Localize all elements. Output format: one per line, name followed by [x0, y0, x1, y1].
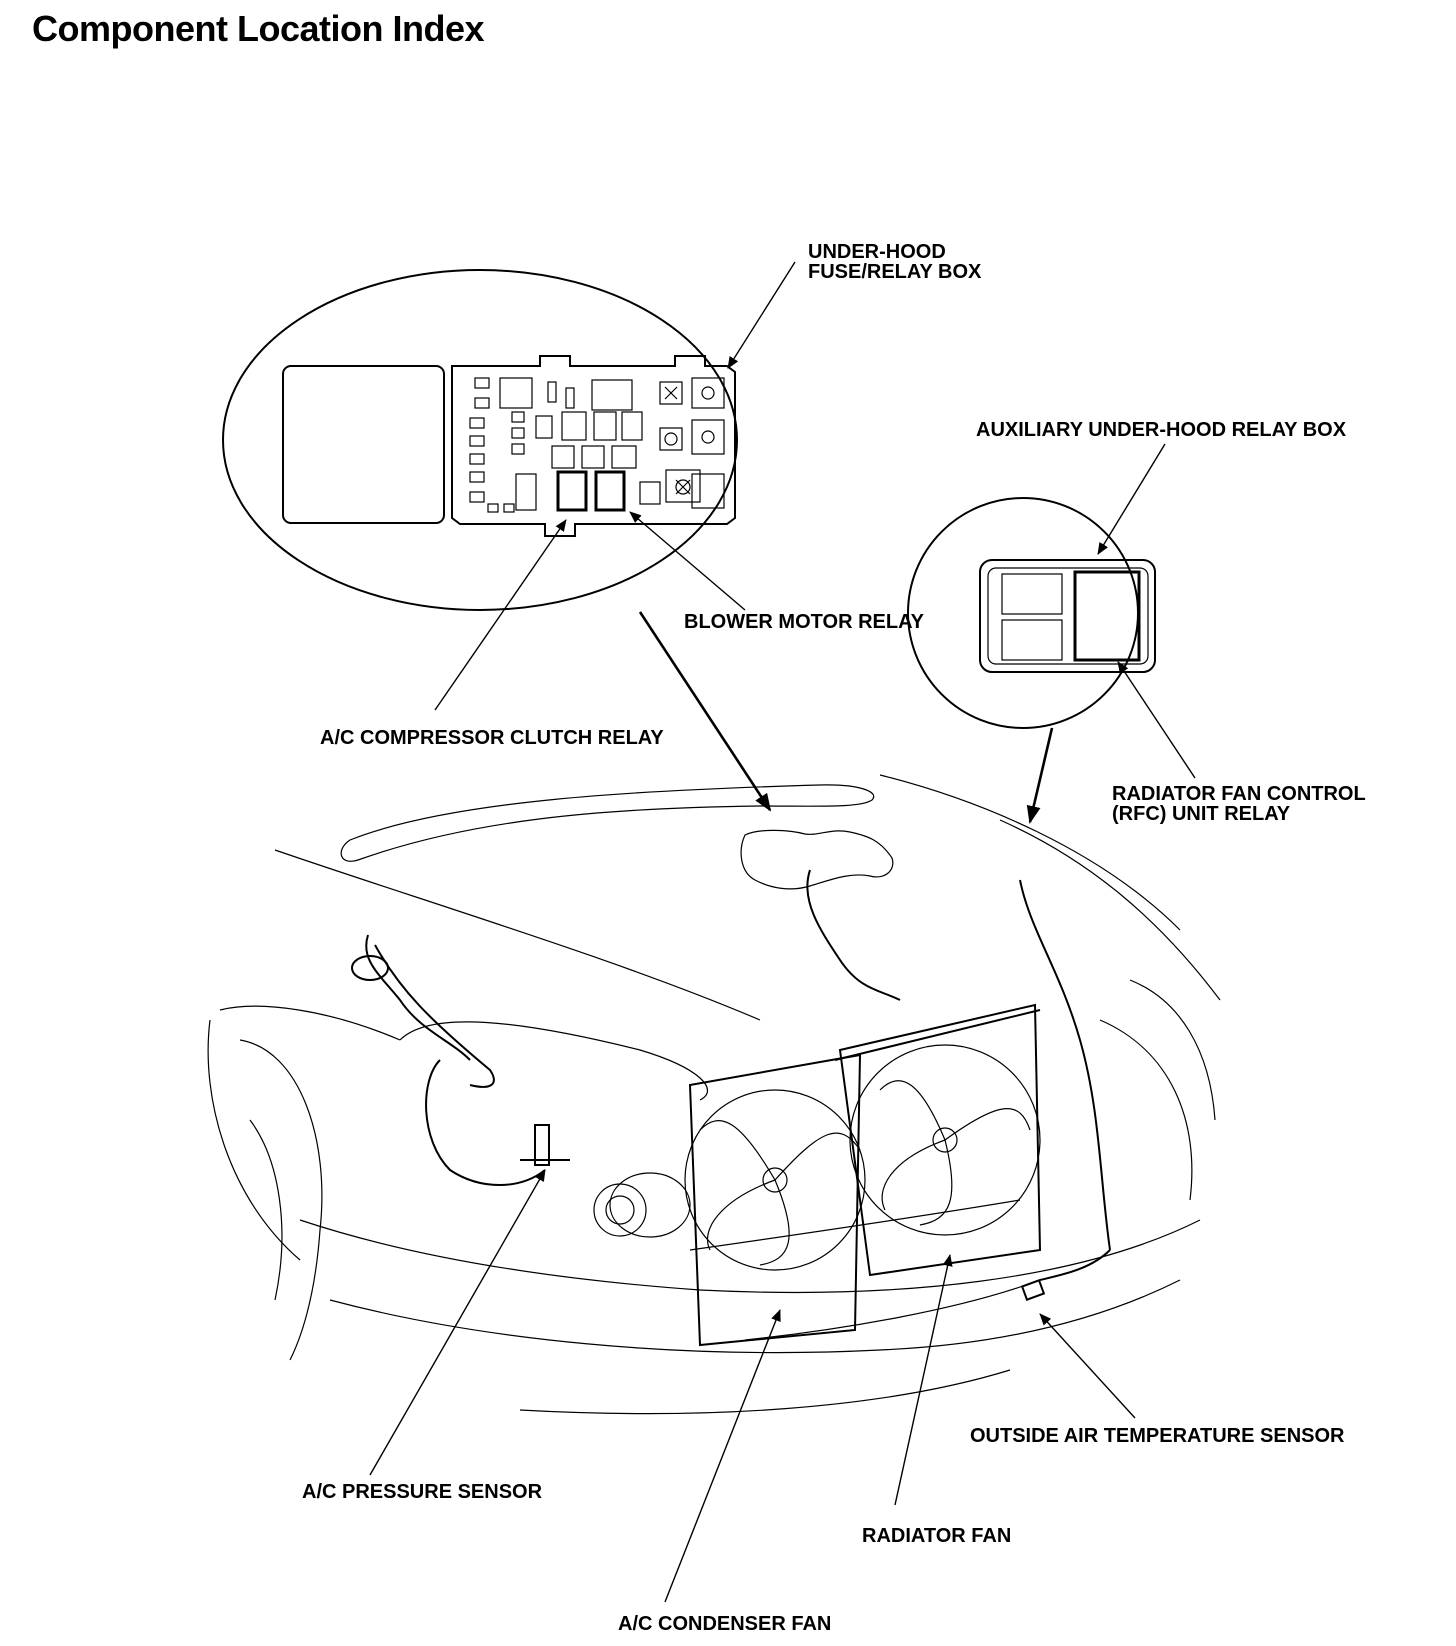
fuse-relay-box-detail [222, 269, 738, 611]
condenser-fan [684, 1089, 866, 1271]
aux-box-callout-circle [907, 497, 1139, 729]
page-title: Component Location Index [32, 8, 485, 49]
engine-bay-patch [740, 829, 894, 890]
label-ac-condenser-fan: A/C CONDENSER FAN [618, 1613, 832, 1635]
label-rfc-unit-relay-line1: RADIATOR FAN CONTROL [1112, 783, 1366, 805]
label-outside-air-temp-sensor: OUTSIDE AIR TEMPERATURE SENSOR [970, 1425, 1345, 1447]
radiator-fan [849, 1044, 1041, 1236]
label-rfc-unit-relay-line2: (RFC) UNIT RELAY [1112, 803, 1291, 825]
label-ac-pressure-sensor: A/C PRESSURE SENSOR [302, 1481, 543, 1503]
label-auxiliary-relay-box: AUXILIARY UNDER-HOOD RELAY BOX [976, 419, 1347, 441]
ac-pressure-sensor-part [520, 1124, 570, 1166]
blower-motor-relay-highlight [594, 470, 626, 512]
fuse-cells [469, 377, 725, 513]
label-ac-compressor-clutch-relay: A/C COMPRESSOR CLUTCH RELAY [320, 727, 664, 749]
ac-compressor [593, 1172, 691, 1238]
auxiliary-relay-box-detail [907, 497, 1156, 729]
wiring-harness [351, 869, 1111, 1281]
fuse-relay-box-callout-ellipse [222, 269, 738, 611]
fuse-marks [664, 386, 715, 495]
label-under-hood-fuse-relay-box-line2: FUSE/RELAY BOX [808, 261, 982, 283]
fuse-box-body [451, 355, 736, 537]
vehicle-front-outline [207, 774, 1221, 1415]
leader-lines [369, 261, 1196, 1603]
label-under-hood-fuse-relay-box-line1: UNDER-HOOD [808, 241, 946, 263]
label-radiator-fan: RADIATOR FAN [862, 1525, 1012, 1547]
label-blower-motor-relay: BLOWER MOTOR RELAY [684, 611, 925, 633]
fuse-box-cover [282, 365, 445, 524]
rfc-unit-relay-highlight [1073, 570, 1141, 662]
aux-box-body [979, 559, 1156, 673]
callout-arrows [638, 611, 1054, 824]
ac-compressor-clutch-relay-highlight [556, 470, 588, 512]
outside-air-temp-sensor-part [1020, 1279, 1046, 1301]
radiator-assembly [688, 1003, 1042, 1347]
